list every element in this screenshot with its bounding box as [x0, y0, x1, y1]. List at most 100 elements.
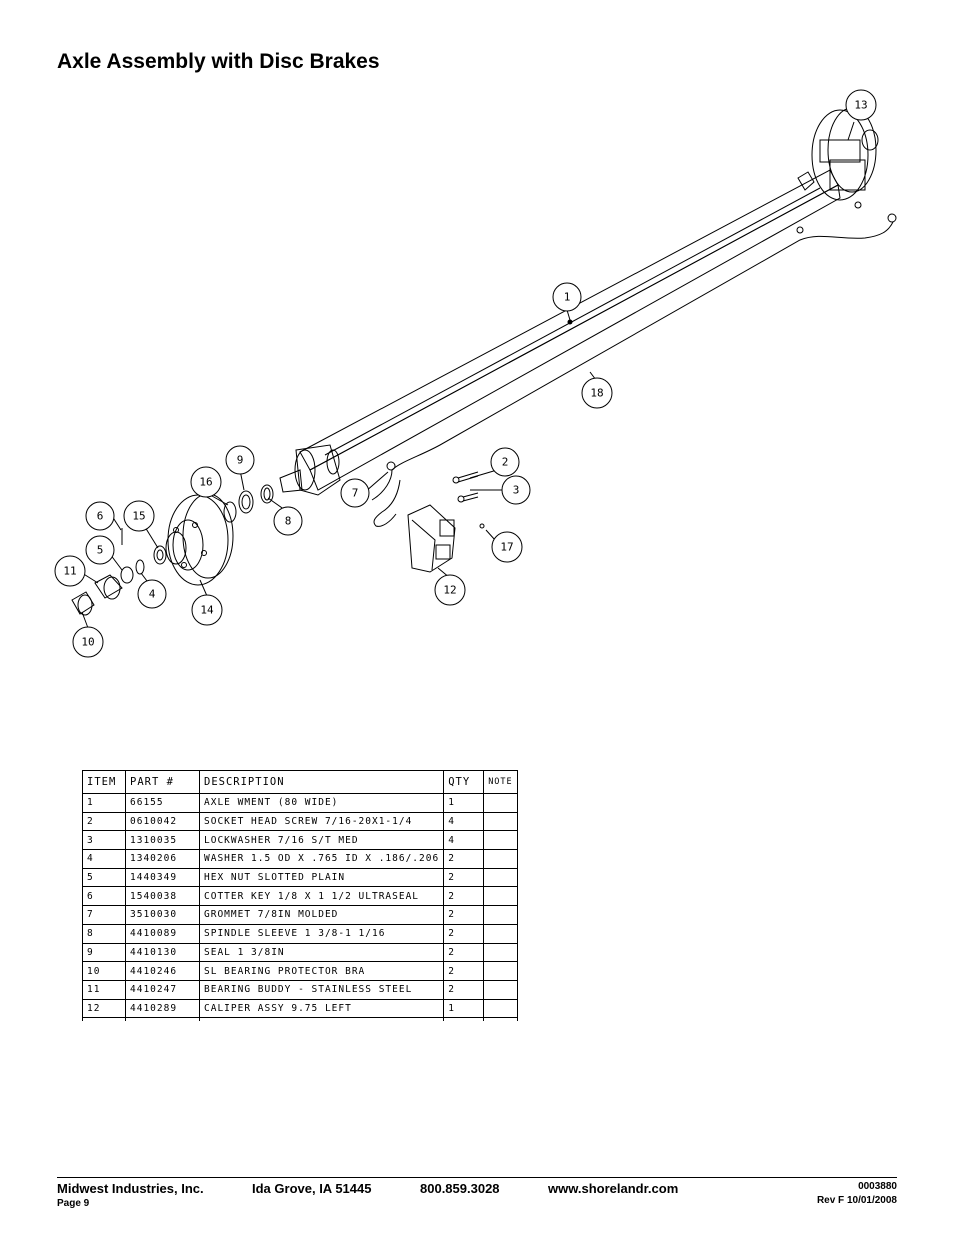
footer-revision: Rev F 10/01/2008 [816, 1195, 897, 1206]
footer-website: www.shorelandr.com [548, 1181, 679, 1196]
table-header-row: ITEM PART # DESCRIPTION QTY NOTE [82, 770, 518, 794]
description-cell: BEARING BUDDY - STAINLESS STEEL [198, 979, 445, 1000]
footer-location: Ida Grove, IA 51445 [252, 1181, 372, 1196]
note-cell [483, 961, 518, 981]
item-cell: 9 [82, 942, 126, 963]
callout-bubble-8 [273, 506, 303, 536]
qty-cell: 2 [443, 886, 485, 907]
item-cell: 10 [82, 961, 126, 981]
part-number-cell: 4410247 [125, 979, 200, 1000]
callout-bubble-7 [340, 478, 370, 508]
callout-label-6: 6 [97, 510, 104, 523]
part-number-cell: 1440349 [125, 867, 200, 888]
qty-cell: 1 [443, 998, 485, 1019]
callout-label-1: 1 [564, 291, 571, 304]
brake-line [371, 213, 897, 527]
qty-cell: 4 [443, 830, 485, 851]
part-number-cell: 1540038 [125, 886, 200, 907]
item-cell: 5 [82, 867, 126, 888]
note-cell [483, 849, 518, 869]
far-end-brake [811, 107, 879, 209]
description-cell: SOCKET HEAD SCREW 7/16-20X1-1/4 [198, 811, 445, 832]
header-qty: QTY [443, 770, 485, 794]
qty-cell: 1 [443, 793, 485, 813]
qty-cell: 2 [443, 867, 485, 888]
seal-and-bearings [120, 484, 274, 584]
note-cell [483, 923, 518, 944]
note-cell [483, 998, 518, 1019]
description-cell: GROMMET 7/8IN MOLDED [198, 905, 445, 925]
header-note: NOTE [483, 770, 518, 794]
qty-cell: 2 [443, 849, 485, 869]
callout-bubble-1 [552, 282, 582, 312]
callout-label-3: 3 [513, 484, 520, 497]
part-number-cell: 66155 [125, 793, 200, 813]
callout-bubble-11 [54, 555, 86, 587]
description-cell: CALIPER ASSY 9.75 LEFT [198, 998, 445, 1019]
callout-bubble-13 [845, 89, 877, 121]
part-number-cell: 1310035 [125, 830, 200, 851]
callout-label-10: 10 [81, 636, 94, 649]
note-cell [483, 793, 518, 813]
part-number-cell: 4410089 [125, 923, 200, 944]
qty-cell: 2 [443, 905, 485, 925]
header-item: ITEM [82, 770, 126, 794]
item-cell: 7 [82, 905, 126, 925]
note-cell [483, 886, 518, 907]
qty-cell: 4 [443, 811, 485, 832]
note-cell [483, 942, 518, 963]
part-number-cell: 4410246 [125, 961, 200, 981]
callout-bubble-10 [72, 626, 104, 658]
callout-bubble-15 [123, 500, 155, 532]
description-cell: SEAL 1 3/8IN [198, 942, 445, 963]
description-cell: SPINDLE SLEEVE 1 3/8-1 1/16 [198, 923, 445, 944]
description-cell: WASHER 1.5 OD X .765 ID X .186/.206 [198, 849, 445, 869]
item-cell: 4 [82, 849, 126, 869]
note-cell [483, 830, 518, 851]
callout-label-9: 9 [237, 454, 244, 467]
callout-label-5: 5 [97, 544, 104, 557]
callout-bubble-9 [225, 445, 255, 475]
header-part-number: PART # [125, 770, 200, 794]
callout-bubble-2 [490, 447, 520, 477]
part-number-cell: 0610042 [125, 811, 200, 832]
note-cell [483, 979, 518, 1000]
item-cell: 8 [82, 923, 126, 944]
callout-label-17: 17 [500, 541, 513, 554]
callout-label-7: 7 [352, 487, 359, 500]
footer-company: Midwest Industries, Inc. [57, 1181, 204, 1196]
qty-cell: 2 [443, 961, 485, 981]
note-cell [483, 905, 518, 925]
note-cell [483, 867, 518, 888]
callout-label-16: 16 [199, 476, 212, 489]
callout-label-12: 12 [443, 584, 456, 597]
footer-page-number: Page 9 [57, 1198, 90, 1209]
callout-label-8: 8 [285, 515, 292, 528]
footer-doc-number: 0003880 [858, 1181, 897, 1192]
callout-bubble-3 [501, 475, 531, 505]
qty-cell: 2 [443, 923, 485, 944]
description-cell: AXLE WMENT (80 WIDE) [198, 793, 445, 813]
part-number-cell: 3510030 [125, 905, 200, 925]
brake-rotor-hub [165, 493, 234, 586]
caliper-screws [452, 471, 485, 529]
callout-bubble-6 [85, 501, 115, 531]
callout-bubble-17 [491, 531, 523, 563]
footer-phone: 800.859.3028 [420, 1181, 500, 1196]
header-description: DESCRIPTION [198, 770, 445, 794]
qty-cell: 2 [443, 942, 485, 963]
axle-exploded-diagram: 1 2 3 4 5 6 7 8 9 10 11 12 13 14 15 16 1… [54, 89, 897, 658]
callout-label-14: 14 [200, 604, 214, 617]
note-cell [483, 811, 518, 832]
